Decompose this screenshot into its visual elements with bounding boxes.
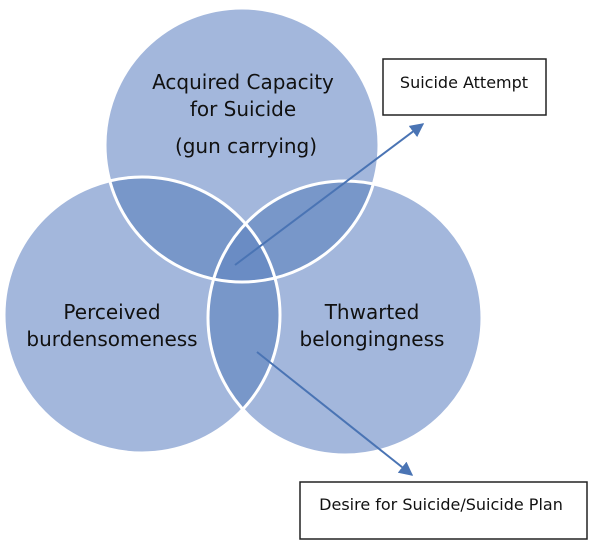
top-circle-label-line2: for Suicide	[190, 97, 296, 121]
suicide-attempt-label: Suicide Attempt	[400, 73, 528, 92]
right-circle-label-line2: belongingness	[300, 327, 445, 351]
top-circle-label-line3: (gun carrying)	[175, 134, 317, 158]
right-circle-label-line1: Thwarted	[324, 300, 420, 324]
overlap-top-left	[105, 177, 280, 282]
circle-outline-left	[2, 175, 282, 455]
top-circle-label-line1: Acquired Capacity	[152, 70, 334, 94]
overlap-top-right	[208, 181, 379, 282]
circle-outline-top	[103, 6, 381, 284]
left-circle-label-line1: Perceived	[63, 300, 160, 324]
circle-outline-right	[206, 179, 484, 457]
desire-for-suicide-label: Desire for Suicide/Suicide Plan	[319, 495, 563, 514]
arrow-to-desire-for-suicide	[256, 351, 414, 476]
suicide-attempt-box	[382, 58, 547, 116]
left-circle-label-line2: burdensomeness	[26, 327, 197, 351]
arrow-to-suicide-attempt	[234, 123, 425, 266]
desire-for-suicide-box	[299, 481, 588, 540]
